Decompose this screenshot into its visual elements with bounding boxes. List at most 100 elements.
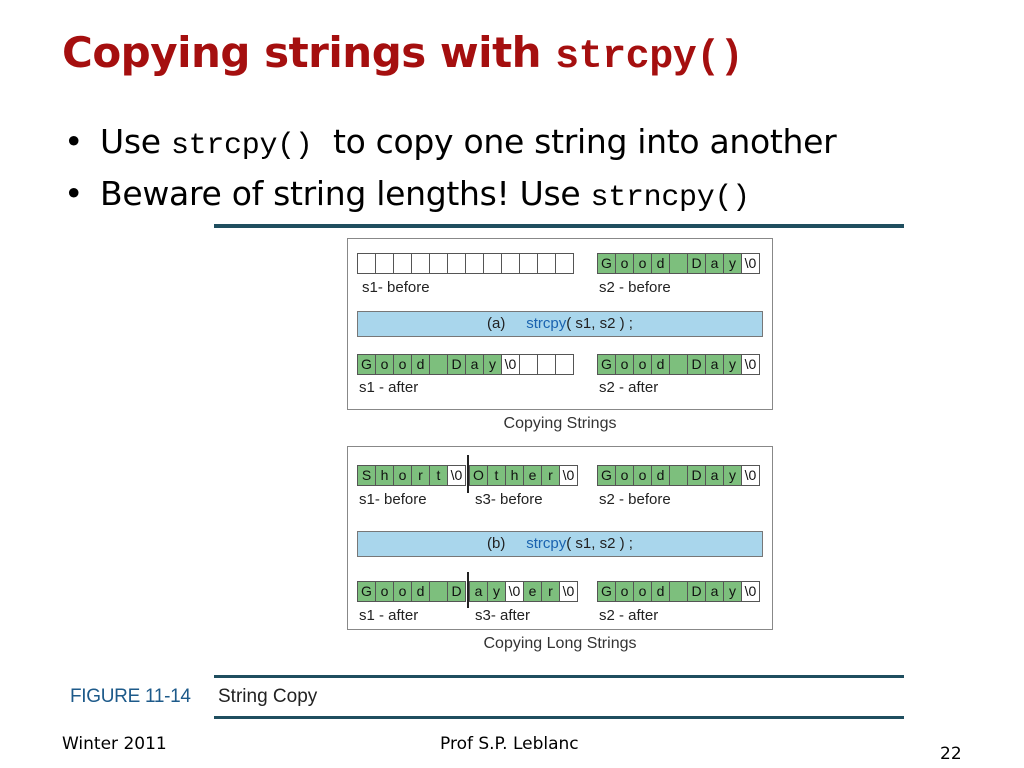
string-label: s1 - after: [359, 607, 419, 624]
string-cell: [669, 253, 688, 274]
string-cell: G: [357, 354, 376, 375]
string-label: s3- after: [475, 607, 531, 624]
string-cell: e: [523, 581, 542, 602]
bullet-item: •Beware of string lengths! Use strncpy(): [64, 170, 836, 222]
string-cell: [465, 253, 484, 274]
string-cell: d: [411, 354, 430, 375]
bullet-text: Use: [100, 122, 171, 161]
string-cell: y: [723, 581, 742, 602]
bullet-item: • Use strcpy() to copy one string into an…: [64, 118, 837, 170]
string-cell: \0: [501, 354, 520, 375]
figure-number: FIGURE 11-14: [70, 686, 191, 707]
string-cell: [537, 354, 556, 375]
string-cell: [669, 465, 688, 486]
string-cell: y: [723, 465, 742, 486]
string-cell: [483, 253, 502, 274]
op-args: ( s1, s2 ) ;: [566, 315, 633, 332]
string-cell: D: [687, 581, 706, 602]
footer-date: Winter 2011: [62, 734, 167, 754]
string-cell: o: [375, 581, 394, 602]
string-cell: \0: [559, 581, 578, 602]
string-cell: a: [705, 581, 724, 602]
string-cell: d: [651, 354, 670, 375]
string-cell: G: [357, 581, 376, 602]
op-args: ( s1, s2 ) ;: [566, 535, 633, 552]
string-cell: \0: [559, 465, 578, 486]
string-cell: y: [723, 354, 742, 375]
op-function: strcpy: [526, 315, 567, 332]
string-cell: [555, 253, 574, 274]
string-cell: a: [705, 354, 724, 375]
string-cell: [375, 253, 394, 274]
string-cell: [357, 253, 376, 274]
bullet-list: • Use strcpy() to copy one string into an…: [64, 118, 837, 222]
string-cell: h: [375, 465, 394, 486]
string-cell: e: [523, 465, 542, 486]
string-cell: t: [487, 465, 506, 486]
figure-b-caption: Copying Long Strings: [483, 635, 637, 652]
string-cell: o: [615, 581, 634, 602]
title-code: strcpy(): [555, 35, 744, 80]
string-cell: D: [687, 465, 706, 486]
string-cell: r: [541, 465, 560, 486]
op-prefix: (b): [487, 535, 506, 552]
string-cells: [357, 253, 574, 274]
string-cell: \0: [447, 465, 466, 486]
string-cell: o: [393, 465, 412, 486]
string-cell: a: [465, 354, 484, 375]
string-cell: o: [633, 581, 652, 602]
string-cell: [555, 354, 574, 375]
string-cell: D: [447, 581, 466, 602]
string-cell: G: [597, 465, 616, 486]
figure-bottom-rule: [214, 716, 904, 719]
operation-bar: (a) strcpy( s1, s2 ) ;: [357, 311, 763, 337]
string-label: s2 - before: [599, 491, 671, 508]
string-cell: D: [687, 354, 706, 375]
string-label: s2 - after: [599, 379, 659, 396]
string-cell: S: [357, 465, 376, 486]
string-cell: [447, 253, 466, 274]
string-label: s2 - after: [599, 607, 659, 624]
string-cell: G: [597, 253, 616, 274]
string-cell: o: [615, 465, 634, 486]
bullet-text: Beware of string lengths! Use: [100, 174, 591, 213]
string-cell: o: [633, 354, 652, 375]
string-cell: [393, 253, 412, 274]
string-cell: o: [375, 354, 394, 375]
string-cell: G: [597, 354, 616, 375]
string-cell: [501, 253, 520, 274]
string-cell: D: [447, 354, 466, 375]
bullet-dot: •: [64, 122, 84, 161]
string-cell: o: [393, 581, 412, 602]
string-cell: o: [615, 253, 634, 274]
string-cell: [669, 354, 688, 375]
string-label: s2 - before: [599, 279, 671, 296]
string-cell: o: [393, 354, 412, 375]
string-cell: y: [483, 354, 502, 375]
string-label: s1- before: [362, 279, 430, 296]
page-number: 22: [940, 744, 962, 764]
figure-caption-rule: [214, 675, 904, 678]
bullet-text: to copy one string into another: [312, 122, 837, 161]
string-cell: y: [487, 581, 506, 602]
operation-bar: (b) strcpy( s1, s2 ) ;: [357, 531, 763, 557]
string-cell: o: [633, 253, 652, 274]
string-cell: y: [723, 253, 742, 274]
bullet-code: strcpy(): [170, 129, 313, 163]
string-cell: \0: [741, 581, 760, 602]
string-cell: [537, 253, 556, 274]
footer-author: Prof S.P. Leblanc: [440, 734, 579, 754]
op-function: strcpy: [526, 535, 567, 552]
figure-top-rule: [214, 224, 904, 228]
string-cell: r: [541, 581, 560, 602]
string-cell: o: [615, 354, 634, 375]
